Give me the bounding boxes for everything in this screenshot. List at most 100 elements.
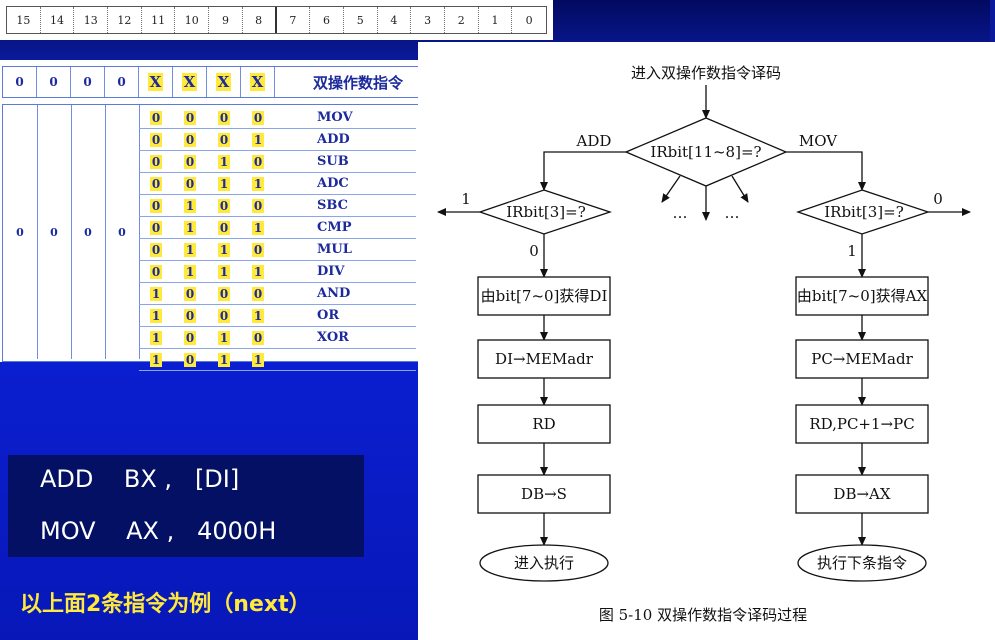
bit-number-cell: 6 [310, 7, 344, 33]
right-out-label: 0 [933, 190, 943, 208]
left-step-1-label: 由bit[7~0]获得DI [481, 287, 608, 305]
bit-number-cell: 7 [277, 7, 311, 33]
opcode-mnemonic: SUB [317, 154, 349, 169]
opcode-bit-value: 1 [183, 264, 197, 279]
opcode-bit-cell: 0 [173, 286, 207, 301]
opcode-bit-value: 0 [183, 132, 197, 147]
opcode-bit-value: 0 [251, 154, 265, 169]
left-step-3-label: RD [532, 415, 555, 433]
opcode-bit-value: 0 [251, 242, 265, 257]
opcode-bit-cell: 1 [241, 220, 275, 235]
opcode-bit-cell: 0 [139, 154, 173, 169]
left-end-label: 进入执行 [514, 554, 574, 572]
opcode-bit-value: 1 [251, 176, 265, 191]
opcode-bit-value: 0 [217, 110, 231, 125]
opcode-bit-value: 0 [251, 110, 265, 125]
opcode-bit-value: 1 [217, 330, 231, 345]
opcode-bit-cell: 0 [173, 176, 207, 191]
bit-number-cell: 0 [525, 13, 533, 27]
opcode-bit-value: 0 [149, 176, 163, 191]
opcode-bit-cell: 0 [241, 198, 275, 213]
opcode-bit-value: 0 [251, 198, 265, 213]
opcode-bit-cell: 1 [241, 264, 275, 279]
bit-number-cell: 9 [209, 7, 243, 33]
bit-number-cell: 1 [479, 7, 513, 33]
opcode-bit-value: 0 [149, 154, 163, 169]
right-step-4-label: DB→AX [833, 485, 890, 503]
right-step-box-2 [795, 339, 929, 379]
right-step-1-label: 由bit[7~0]获得AX [797, 287, 928, 305]
example-instructions: ADD BX , [DI] MOV AX , 4000H [8, 455, 364, 557]
opcode-bit-cell: 1 [139, 330, 173, 345]
arrow-add-branch [540, 151, 626, 191]
header-bit-value: X [181, 73, 198, 91]
left-decision-label: IRbit[3]=? [506, 203, 586, 221]
opcode-bit-cell: 1 [173, 198, 207, 213]
header-bit-cell: X [241, 67, 275, 97]
left-step-box-2 [477, 339, 611, 379]
opcode-bit-value: 0 [183, 154, 197, 169]
opcode-bit-value: 0 [217, 220, 231, 235]
figure-caption: 图 5-10 双操作数指令译码过程 [599, 606, 807, 624]
opcode-bit-cell: 0 [207, 198, 241, 213]
left-bit-15: 0 [3, 105, 38, 359]
left-down-label: 0 [529, 242, 539, 260]
opcode-bit-value: 1 [217, 176, 231, 191]
opcode-bit-value: 1 [217, 242, 231, 257]
opcode-row: 0 0 1 1 ADC [139, 173, 416, 195]
table-title: 双操作数指令 [313, 73, 404, 92]
opcode-bit-cell: 1 [241, 352, 275, 367]
left-bit-12: 0 [105, 105, 140, 359]
opcode-bit-cell: 0 [173, 132, 207, 147]
opcode-bit-cell: 0 [241, 330, 275, 345]
opcode-mnemonic: XOR [317, 330, 349, 345]
opcode-bit-cell: 0 [207, 308, 241, 323]
branch-mov-label: MOV [799, 132, 838, 150]
opcode-bit-value: 1 [183, 242, 197, 257]
header-bit-value: 0 [15, 75, 24, 89]
flowchart-panel: 进入双操作数指令译码 IRbit[11~8]=? ADD MOV … … IRb… [418, 42, 995, 640]
opcode-mnemonic: ADC [317, 176, 349, 191]
opcode-mnemonic: OR [317, 308, 340, 323]
opcode-mnemonic: SBC [317, 198, 348, 213]
header-bit-cell: 0 [37, 67, 71, 97]
opcode-bit-value: 1 [217, 154, 231, 169]
right-step-box-1 [795, 276, 929, 316]
opcode-bit-cell: 1 [207, 352, 241, 367]
opcode-bit-value: 0 [183, 330, 197, 345]
bit-number-cell: 13 [74, 7, 109, 33]
opcode-bit-cell: 0 [139, 264, 173, 279]
opcode-bit-cell: 0 [139, 110, 173, 125]
opcode-bit-value: 1 [251, 352, 265, 367]
left-step-box-3 [477, 404, 611, 444]
opcode-bit-cell: 1 [241, 176, 275, 191]
opcode-bit-value: 0 [183, 308, 197, 323]
right-down-label: 1 [847, 242, 857, 260]
opcode-bit-value: 0 [251, 330, 265, 345]
opcode-bit-cell: 0 [173, 352, 207, 367]
bit-number-cell: 12 [108, 7, 142, 33]
opcode-bit-value: 1 [251, 132, 265, 147]
opcode-bit-value: 0 [149, 264, 163, 279]
opcode-bit-cell: 0 [241, 242, 275, 257]
opcode-bit-value: 0 [183, 176, 197, 191]
opcode-bit-cell: 1 [207, 264, 241, 279]
opcode-bit-cell: 0 [173, 110, 207, 125]
right-decision-label: IRbit[3]=? [824, 203, 904, 221]
bit-number-cell: 8 [243, 7, 277, 33]
opcode-bit-value: 0 [217, 132, 231, 147]
opcode-bit-cell: 1 [241, 308, 275, 323]
ellipsis-right: … [725, 204, 740, 222]
arrow-other-3 [731, 175, 749, 203]
header-bit-value: 0 [117, 75, 126, 89]
opcode-bit-value: 0 [183, 352, 197, 367]
slide-caption: 以上面2条指令为例（next） [20, 592, 311, 617]
opcode-mnemonic: DIV [317, 264, 345, 279]
